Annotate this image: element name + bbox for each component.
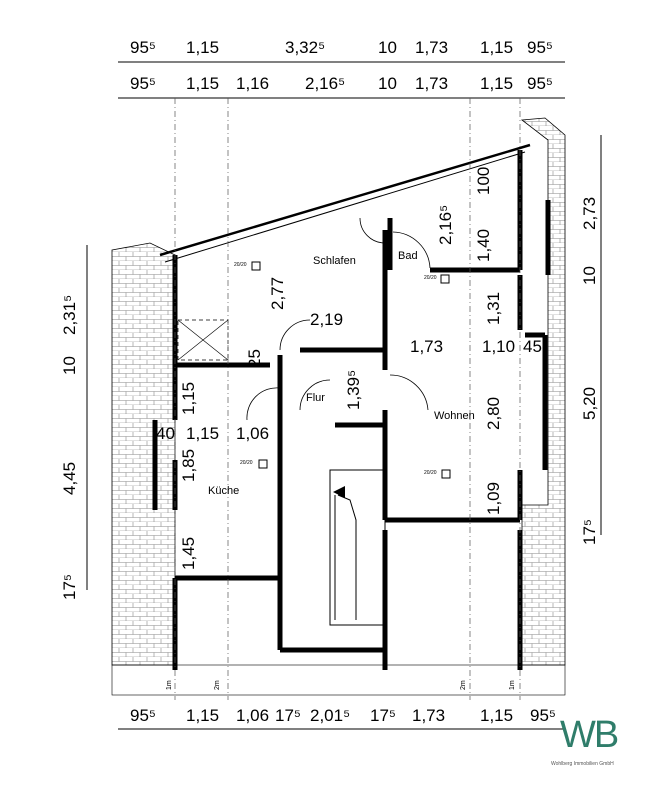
dimension-label: 2,01⁵: [310, 706, 351, 725]
dimension-label: 100: [474, 166, 493, 195]
dimension-label: 40: [156, 424, 175, 443]
dimension-label: 3,32⁵: [285, 38, 326, 57]
dimension-label: 1,31: [484, 291, 503, 325]
grid-axes: [174, 98, 521, 700]
dimension-label: 1,15: [186, 74, 220, 93]
masonry-walls: [111, 117, 566, 696]
radiator-label: 20/20: [424, 470, 437, 476]
room-label: Bad: [398, 250, 418, 262]
dimension-label: 1,73: [415, 38, 449, 57]
dimension-label: 95⁵: [130, 74, 156, 93]
shaft-opening: [177, 319, 229, 361]
dimension-label: 1,15: [179, 381, 198, 415]
dimension-label: 95⁵: [130, 706, 156, 725]
dimension-label: 1,06: [236, 424, 270, 443]
dimension-label: 17⁵: [275, 706, 301, 725]
room-label: Küche: [208, 485, 240, 497]
dimension-label: 1,06: [236, 706, 270, 725]
dimension-label: 1,45: [179, 536, 198, 570]
room-label: Flur: [306, 392, 325, 404]
dimension-label: 1,10: [482, 337, 516, 356]
dimension-label: 2,19: [310, 310, 344, 329]
company-tagline: Wohlberg Immobilien GmbH: [551, 761, 614, 767]
radiator-label: 20/20: [234, 262, 247, 268]
axis-mark: 1m: [509, 680, 516, 690]
room-label: Wohnen: [434, 410, 475, 422]
dimension-label: 95⁵: [130, 38, 156, 57]
room-label: Schlafen: [313, 255, 356, 267]
dimension-label: 2,16⁵: [305, 74, 346, 93]
dimension-label: 1,16: [236, 74, 270, 93]
dimension-label: 95⁵: [527, 74, 553, 93]
dimension-label: 10: [60, 356, 79, 375]
dimension-label: 45: [523, 337, 542, 356]
dimension-label: 1,09: [484, 481, 503, 515]
dimension-label: 4,45: [60, 461, 79, 495]
roof-inner-line: [164, 151, 526, 263]
dimension-label: 1,40: [474, 228, 493, 262]
dimension-label: 17⁵: [60, 574, 79, 600]
dimension-label: 10: [378, 38, 397, 57]
dimension-label: 17⁵: [370, 706, 396, 725]
dimension-label: 25: [245, 349, 264, 368]
dimension-label: 1,15: [186, 38, 220, 57]
dimension-label: 1,15: [480, 706, 514, 725]
dimension-label: 2,77: [268, 276, 287, 310]
radiator-markers: [251, 261, 451, 479]
axis-mark: 1m: [166, 680, 173, 690]
dimension-label: 1,39⁵: [344, 369, 363, 410]
staircase: [329, 469, 386, 626]
dimension-label: 2,80: [484, 396, 503, 430]
dimension-chains: [86, 61, 602, 730]
dimension-label: 1,15: [186, 424, 220, 443]
dimension-label: 1,85: [179, 448, 198, 482]
dimension-label: 1,15: [186, 706, 220, 725]
radiator-label: 20/20: [240, 460, 253, 466]
dimension-label: 2,31⁵: [60, 294, 79, 335]
dimension-label: 2,73: [580, 196, 599, 230]
dimension-label: 1,73: [415, 74, 449, 93]
door-swings: [246, 217, 431, 421]
dimension-label: 1,15: [480, 38, 514, 57]
company-logo: WB: [560, 714, 619, 756]
radiator-label: 20/20: [424, 275, 437, 281]
roof-line: [159, 143, 531, 257]
dimension-label: 5,20: [580, 386, 599, 420]
dimension-label: 10: [580, 266, 599, 285]
dimension-label: 1,73: [412, 706, 446, 725]
dimension-label: 95⁵: [527, 38, 553, 57]
dimension-label: 10: [378, 74, 397, 93]
dimension-label: 2,16⁵: [436, 204, 455, 245]
dimension-label: 1,15: [480, 74, 514, 93]
dimension-label: 1,73: [410, 337, 444, 356]
dimension-label: 95⁵: [530, 706, 556, 725]
axis-mark: 2m: [214, 680, 221, 690]
axis-mark: 2m: [460, 680, 467, 690]
dimension-label: 17⁵: [580, 519, 599, 545]
